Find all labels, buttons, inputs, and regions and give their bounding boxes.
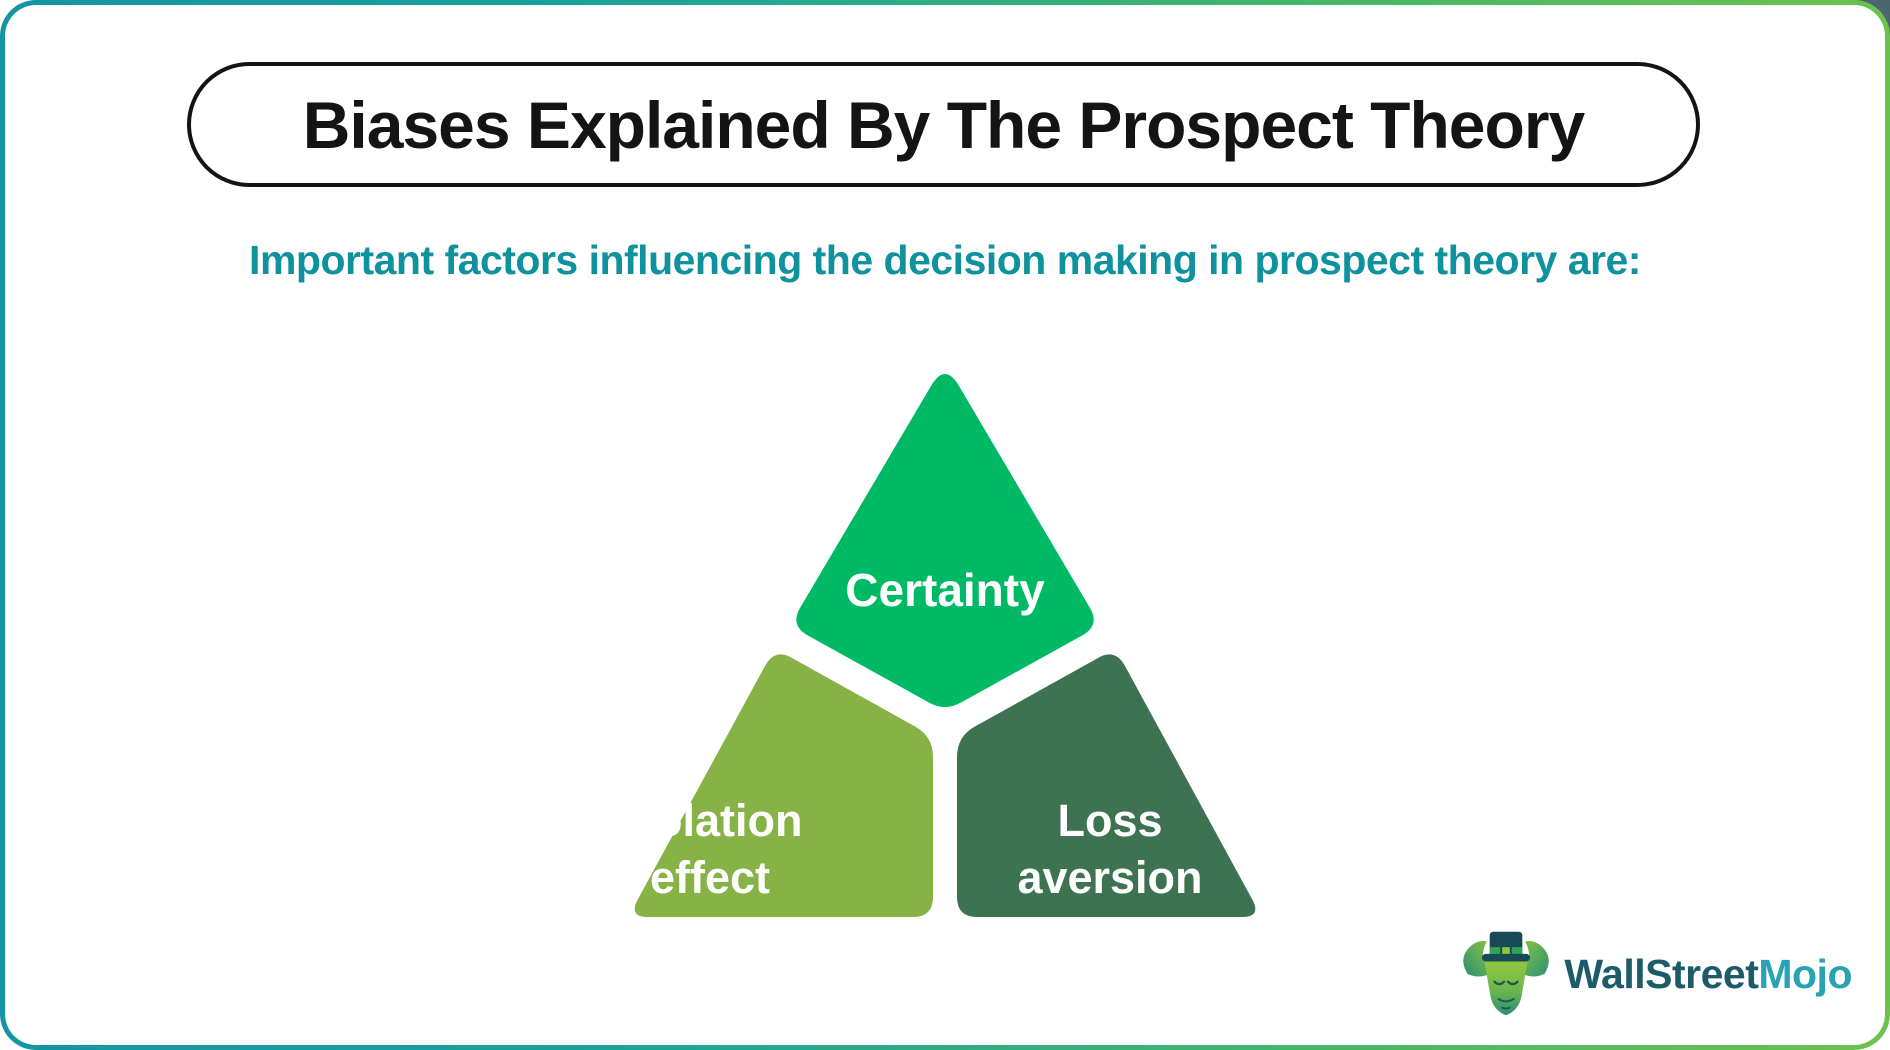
title-banner: Biases Explained By The Prospect Theory bbox=[187, 62, 1700, 187]
page-subtitle: Important factors influencing the decisi… bbox=[249, 237, 1641, 283]
brand-name-mojo: Mojo bbox=[1758, 950, 1852, 997]
triangle-segment-certainty-shape bbox=[796, 374, 1094, 707]
certainty-text: Certainty bbox=[845, 564, 1045, 616]
brand-name: WallStreetMojo bbox=[1564, 951, 1852, 998]
bull-logo-icon bbox=[1463, 931, 1550, 1016]
loss-line2: aversion bbox=[1017, 851, 1203, 903]
isolation-line2: effect bbox=[649, 851, 771, 903]
loss-line1: Loss bbox=[1057, 795, 1163, 846]
triangle-segment-isolation-shape bbox=[634, 654, 933, 917]
label-loss-aversion: Loss aversion bbox=[958, 793, 1262, 906]
triangle-segment-loss-aversion-shape bbox=[957, 654, 1256, 917]
label-isolation-effect: Isolation effect bbox=[558, 793, 862, 906]
brand-lockup: WallStreetMojo bbox=[1458, 926, 1852, 1022]
isolation-line1: Isolation bbox=[617, 795, 803, 846]
page-title: Biases Explained By The Prospect Theory bbox=[302, 87, 1585, 162]
brand-name-wallstreet: WallStreet bbox=[1564, 950, 1759, 997]
label-certainty: Certainty bbox=[795, 562, 1095, 620]
